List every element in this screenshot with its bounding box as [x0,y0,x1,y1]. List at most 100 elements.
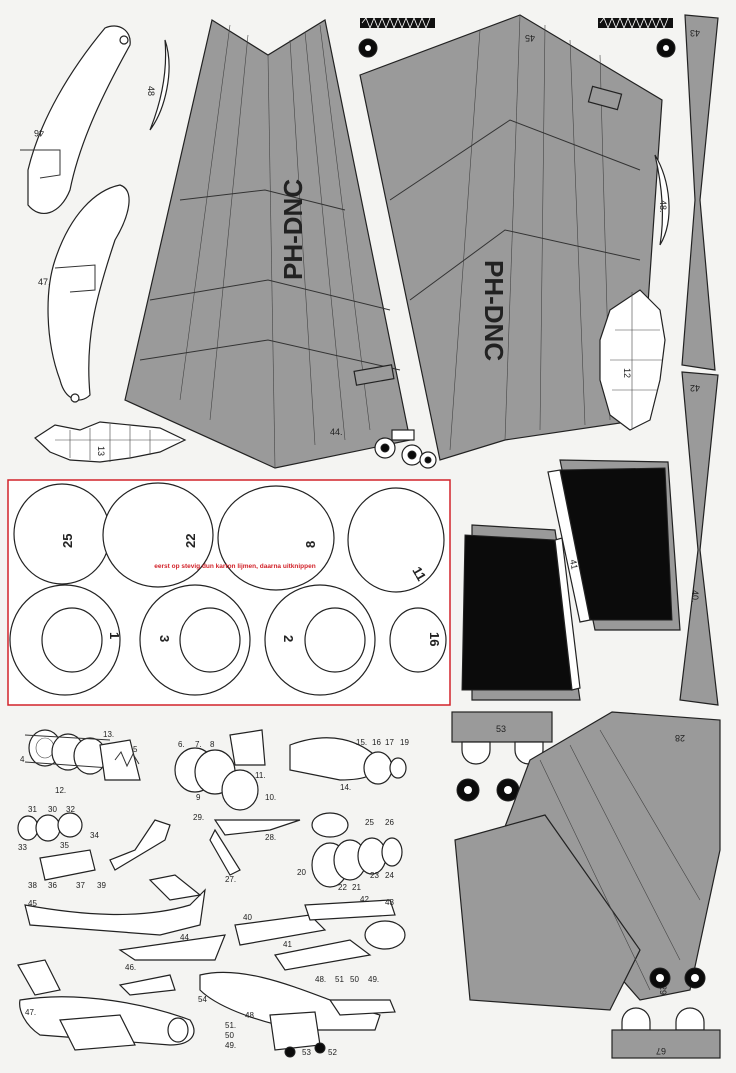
diagram-label-42: 42 [360,895,369,904]
fin-strip-48-right [654,154,670,246]
diagram-label-15: 15. [356,738,367,747]
tail-cone-part-13: 13 [34,421,187,463]
diagram-label-54: 54 [198,995,207,1004]
circle-label-11: 11 [409,564,429,583]
diagram-label-20: 20 [297,868,306,877]
left-wing-part-44: PH-DNC 44. [124,19,411,469]
diagram-label-31: 31 [28,805,37,814]
diagram-label-33: 33 [18,843,27,852]
diagram-label-27: 27. [225,875,236,884]
diagram-label-13: 13. [103,730,114,739]
diagram-label-16: 16 [372,738,381,747]
part-label-29: 29 [658,985,668,995]
diagram-label-12: 12. [55,786,66,795]
diagram-label-49b: 49. [368,975,379,984]
diagram-label-25: 25 [365,818,374,827]
circle-label-16: 16 [427,632,442,646]
gear-door-67: 67 [611,967,721,1059]
diagram-label-28: 28. [265,833,276,842]
gear-door-53: 53 [451,711,553,802]
right-wing-part-45: PH-DNC 45 [359,14,663,461]
diagram-label-40: 40 [243,913,252,922]
diagram-label-9: 9 [196,793,201,802]
part-label-45: 45 [525,33,535,43]
part-label-47: 47. [38,277,51,287]
part-label-48b: 48. [658,200,668,213]
diagram-label-24: 24 [385,871,394,880]
diagram-label-4: 4 [20,755,25,764]
diagram-label-41: 41 [283,940,292,949]
part-label-13: 13 [96,446,106,456]
diagram-label-8: 8 [210,740,215,749]
diagram-label-51: 51. [225,1021,236,1030]
assembly-diagram-tail-fin [109,819,301,876]
diagram-label-34: 34 [90,831,99,840]
diagram-label-50: 50 [225,1031,234,1040]
diagram-label-22: 22 [338,883,347,892]
diagram-label-52: 52 [328,1048,337,1057]
part-label-42: 42 [690,383,700,393]
diagram-label-48: 48 [245,1011,254,1020]
diagram-label-23: 23 [370,871,379,880]
registration-right: PH-DNC [479,260,509,361]
circle-label-3: 3 [157,635,172,642]
nose-cone-part-12: 12 [599,289,666,431]
part-label-67: 67 [656,1046,666,1056]
intake-panel-41 [461,524,581,701]
bulkhead-circles-panel: 25 22 8 11 1 3 2 16 eerst op stevig dun … [7,479,451,706]
assembly-diagram-engine-mid [174,729,266,811]
circle-instruction-note: eerst op stevig dun karton lijmen, daarn… [154,563,315,570]
assembly-diagram-full-plane-1 [17,959,195,1051]
diagram-label-32: 32 [66,805,75,814]
registration-left: PH-DNC [278,179,308,280]
diagram-label-51b: 51 [335,975,344,984]
diagram-label-45: 45 [28,899,37,908]
diagram-label-29: 29. [193,813,204,822]
diagram-label-5: 5 [133,745,138,754]
diagram-label-49: 49. [225,1041,236,1050]
part-label-28: 28 [675,733,685,743]
diagram-label-35: 35 [60,841,69,850]
diagram-label-30: 30 [48,805,57,814]
part-label-48a: 48 [146,86,156,96]
diagram-label-50b: 50 [350,975,359,984]
nacelle-part-upper: 46 [20,25,131,214]
part-label-43: 43 [690,28,700,38]
part-label-46: 46 [34,128,44,138]
circle-label-1: 1 [107,632,122,639]
assembly-diagram-nose [289,737,407,785]
diagram-label-39: 39 [97,881,106,890]
nacelle-part-lower: 47. [38,184,130,403]
assembly-diagram-full-plane-2 [199,971,396,1058]
diagram-label-36: 36 [48,881,57,890]
assembly-diagram-pods-2 [234,899,406,971]
diagram-label-26: 26 [385,818,394,827]
main-gear-wheels [374,429,437,469]
diagram-label-10: 10. [265,793,276,802]
diagram-label-44: 44 [180,933,189,942]
diagram-label-47: 47. [25,1008,36,1017]
tail-strip-43: 43 [681,14,719,371]
tailplane-part-28: 28 29 [454,711,721,1011]
diagram-label-7: 7. [195,740,202,749]
assembly-diagram-engine-front [24,729,141,781]
fin-strip-48 [149,39,170,131]
diagram-label-11: 11. [255,771,266,780]
assembly-diagram-fuselage-1 [24,874,226,961]
diagram-label-46: 46. [125,963,136,972]
diagram-label-43: 43 [385,898,394,907]
assembly-diagram-engine-pods [311,812,403,888]
diagram-label-14: 14. [340,783,351,792]
circle-label-2: 2 [281,635,296,642]
diagram-label-48b: 48. [315,975,326,984]
diagram-label-53: 53 [302,1048,311,1057]
diagram-label-19: 19 [400,738,409,747]
part-label-41: 41 [568,559,580,571]
diagram-label-17: 17 [385,738,394,747]
diagram-label-37: 37 [76,881,85,890]
tail-strip-42: 42 40. [679,371,719,706]
diagram-label-21: 21 [352,883,361,892]
assembly-diagram-engines-2 [17,812,96,881]
